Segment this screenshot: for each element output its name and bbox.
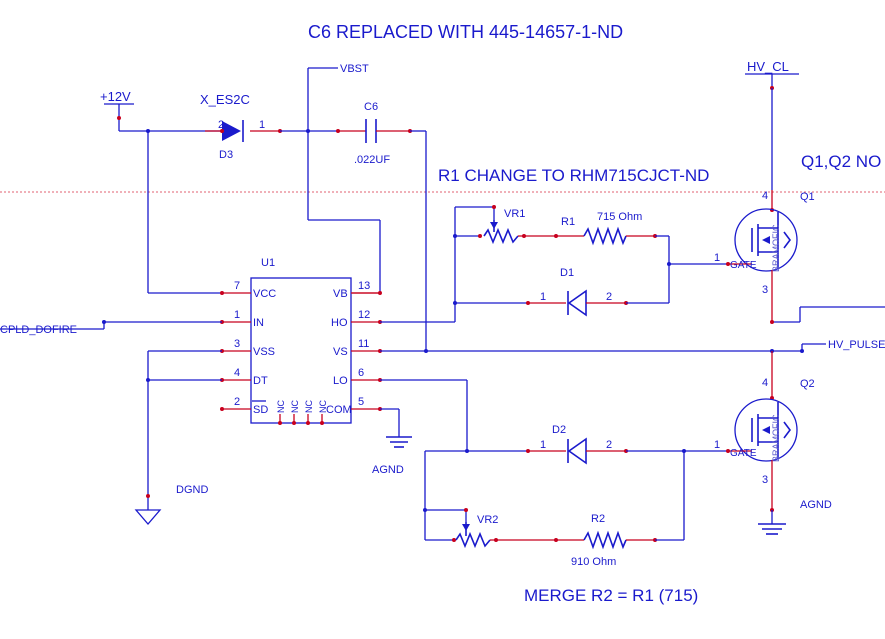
d3-diode: X_ES2C D3 2 1 [200,92,282,161]
agnd-right-label: AGND [800,499,832,511]
hv-pulse-label: HV_PULSE [828,339,885,351]
plus12v-supply: +12V [100,89,148,132]
u1-ref: U1 [261,257,275,269]
hv-cl-label: HV_CL [747,59,789,74]
u1-nc-pins: NC NC NC NC [276,400,328,425]
agnd-right: AGND [758,499,832,535]
q2-pin-s: 3 [762,474,768,486]
u1-pin11-num: 11 [358,338,369,350]
vbst-label: VBST [340,63,369,75]
q1-ref: Q1 [800,191,815,203]
hv-cl-rail: HV_CL [745,59,799,190]
u1-pin3-name: VSS [253,346,275,358]
vr2-potentiometer: VR2 [452,508,556,549]
d2-pin1: 1 [540,439,546,451]
q-note: Q1,Q2 NO [801,152,881,171]
merge-note: MERGE R2 = R1 (715) [524,586,698,605]
u1-pin5-name: COM [326,404,352,416]
u1-pin12-name: HO [331,317,348,329]
u1-pin13-name: VB [333,288,348,300]
agnd-left-label: AGND [372,464,404,476]
c6-value: .022UF [354,154,390,166]
vr1-potentiometer: VR1 [478,205,556,245]
r1-value: 715 Ohm [597,211,642,223]
u1-pin7-num: 7 [234,280,240,292]
cpld-dofire-label: CPLD_DOFIRE [0,324,77,336]
plus12v-label: +12V [100,89,131,104]
cpld-dofire-net: CPLD_DOFIRE [0,320,222,336]
u1-pin7-name: VCC [253,288,276,300]
r1-resistor: R1 715 Ohm [554,211,657,246]
u1-pin2-name: SD [253,404,268,416]
u1-pin1-name: IN [253,317,264,329]
q2-pin-d: 4 [762,377,768,389]
agnd-left: AGND [372,408,412,476]
dgnd-net: DGND [134,350,222,525]
d1-pin1: 1 [540,291,546,303]
q2-watermark: BRAMOFIC [771,414,781,462]
r1-change-note: R1 CHANGE TO RHM715CJCT-ND [438,166,709,185]
d3-ref: D3 [219,149,233,161]
d1-ref: D1 [560,267,574,279]
vr2-ref: VR2 [477,514,498,526]
u1-pin4-num: 4 [234,367,240,379]
q1-gate: GATE [730,260,757,271]
d2-diode: D2 1 2 [526,424,728,465]
d3-pin-k: 1 [259,119,265,131]
u1-pin2-num: 2 [234,396,240,408]
r1-ref: R1 [561,216,575,228]
d3-value: X_ES2C [200,92,250,107]
d1-diode: D1 1 2 [526,267,669,317]
r2-value: 910 Ohm [571,556,616,568]
u1-pin6-name: LO [333,375,348,387]
u1-nc-1: NC [276,400,286,413]
q1-pin-d: 4 [762,190,768,202]
r2-resistor: R2 910 Ohm [554,451,685,568]
q2-mosfet: Q2 GATE 1 4 3 BRAMOFIC [714,351,815,510]
q2-ref: Q2 [800,378,815,390]
d1-pin2: 2 [606,291,612,303]
q1-mosfet: Q1 GATE 1 4 3 BRAMOFIC [714,190,815,322]
r2-ref: R2 [591,513,605,525]
q2-gate: GATE [730,448,757,459]
title-note: C6 REPLACED WITH 445-14657-1-ND [308,22,623,42]
u1-pin1-num: 1 [234,309,240,321]
u1-nc-3: NC [304,400,314,413]
u1-pin6-num: 6 [358,367,364,379]
c6-capacitor: C6 .022UF [336,101,412,166]
q2-gate-pin: 1 [714,439,720,451]
u1-pin11-name: VS [333,346,348,358]
q1-gate-pin: 1 [714,252,720,264]
d3-pin-a: 2 [218,119,224,131]
q1-pin-s: 3 [762,284,768,296]
u1-pin13-num: 13 [358,280,370,292]
u1-pin3-num: 3 [234,338,240,350]
vr1-ref: VR1 [504,208,525,220]
u1-nc-2: NC [290,400,300,413]
u1-pin12-num: 12 [358,309,370,321]
q1-watermark: BRAMOFIC [771,224,781,272]
u1-pin5-num: 5 [358,396,364,408]
u1-pin4-name: DT [253,375,268,387]
dgnd-label: DGND [176,484,208,496]
u1-nc-4: NC [318,400,328,413]
c6-ref: C6 [364,101,378,113]
d2-ref: D2 [552,424,566,436]
d2-pin2: 2 [606,439,612,451]
u1-driver-ic: U1 7 VCC 1 IN 3 VSS 4 DT 2 SD 13 VB [220,257,382,425]
